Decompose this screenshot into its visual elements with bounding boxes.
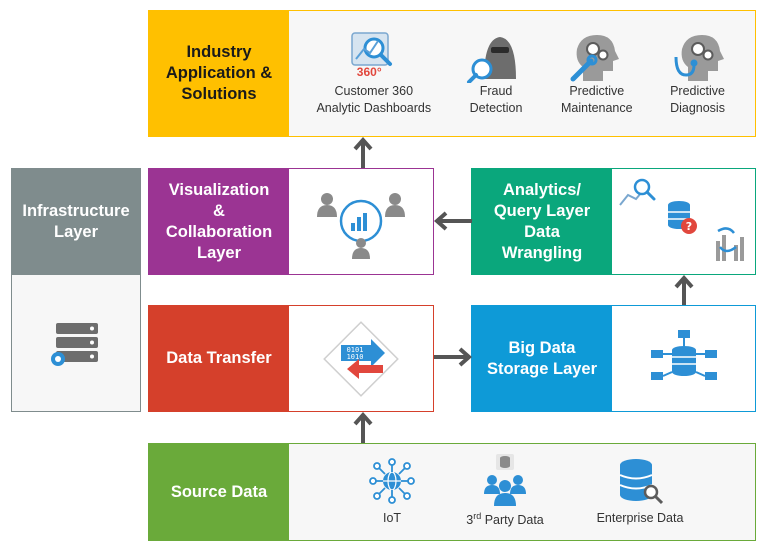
arrow-analytics-to-visualization	[434, 211, 472, 231]
people-collaboration-chart-icon	[313, 185, 409, 259]
visualization-layer-box: Visualization & Collaboration Layer	[148, 168, 434, 275]
svg-text:0101: 0101	[347, 346, 364, 354]
industry-item-customer-360: 360° Customer 360 Analytic Dashboards	[316, 31, 431, 117]
magnifier-chart-icon: 360°	[344, 31, 404, 83]
magnifier-line-chart-icon	[618, 175, 658, 209]
arrow-transfer-to-storage	[434, 347, 472, 367]
transfer-icon-area: 0101 1010	[289, 306, 433, 411]
storage-layer-box: Big Data Storage Layer	[471, 305, 756, 412]
source-item-enterprise: Enterprise Data	[585, 458, 695, 527]
industry-item-fraud: Fraud Detection	[466, 31, 526, 117]
iot-globe-network-icon	[369, 457, 415, 504]
caption-enterprise: Enterprise Data	[596, 510, 684, 525]
source-item-third-party: 3rd Party Data	[455, 454, 555, 529]
binary-transfer-icon: 0101 1010	[321, 319, 401, 399]
transfer-layer-box: Data Transfer 0101 1010	[148, 305, 434, 412]
analytics-layer-label: Analytics/ Query Layer Data Wrangling	[472, 169, 612, 274]
caption-diagnosis: Predictive Diagnosis	[670, 83, 725, 115]
arrow-visualization-to-industry	[353, 137, 373, 168]
infrastructure-layer-box: Infrastructure Layer	[11, 168, 141, 412]
storage-layer-label: Big Data Storage Layer	[472, 306, 612, 411]
industry-item-maintenance: Predictive Maintenance	[561, 31, 633, 117]
distributed-database-icon	[649, 328, 719, 390]
visualization-layer-label: Visualization & Collaboration Layer	[149, 169, 289, 274]
arrow-source-to-transfer	[353, 412, 373, 444]
head-gears-wrench-icon	[567, 31, 627, 83]
analytics-layer-box: Analytics/ Query Layer Data Wrangling ?	[471, 168, 756, 275]
industry-layer-box: Industry Application & Solutions 360° Cu…	[148, 10, 756, 137]
infrastructure-icon-area	[12, 275, 140, 411]
source-layer-box: Source Data	[148, 443, 756, 541]
arrow-storage-to-analytics	[674, 275, 694, 305]
head-gears-stethoscope-icon	[668, 31, 728, 83]
visualization-icon-area	[289, 169, 433, 274]
badge-360: 360°	[356, 64, 382, 79]
caption-maintenance: Predictive Maintenance	[561, 83, 633, 115]
caption-third-party: 3rd Party Data	[466, 511, 544, 528]
bar-chart-refresh-icon	[712, 225, 750, 265]
source-items: IoT 3rd Party Data	[289, 444, 755, 540]
database-key-icon	[617, 458, 663, 506]
industry-layer-label: Industry Application & Solutions	[149, 11, 289, 136]
hooded-thief-icon	[466, 31, 526, 83]
analytics-icon-area: ?	[612, 169, 755, 274]
group-database-icon	[482, 454, 528, 507]
caption-customer-360: Customer 360 Analytic Dashboards	[316, 83, 432, 115]
server-gear-icon	[48, 317, 104, 369]
industry-item-diagnosis: Predictive Diagnosis	[668, 31, 728, 117]
svg-text:?: ?	[686, 220, 692, 233]
transfer-layer-label: Data Transfer	[149, 306, 289, 411]
caption-fraud: Fraud Detection	[469, 83, 523, 115]
source-layer-label: Source Data	[149, 444, 289, 540]
caption-iot: IoT	[382, 510, 402, 525]
source-item-iot: IoT	[357, 457, 427, 527]
industry-items: 360° Customer 360 Analytic Dashboards Fr…	[289, 11, 755, 136]
database-question-icon: ?	[666, 199, 700, 237]
svg-text:1010: 1010	[347, 353, 364, 361]
infrastructure-layer-label: Infrastructure Layer	[12, 169, 140, 275]
storage-icon-area	[612, 306, 755, 411]
